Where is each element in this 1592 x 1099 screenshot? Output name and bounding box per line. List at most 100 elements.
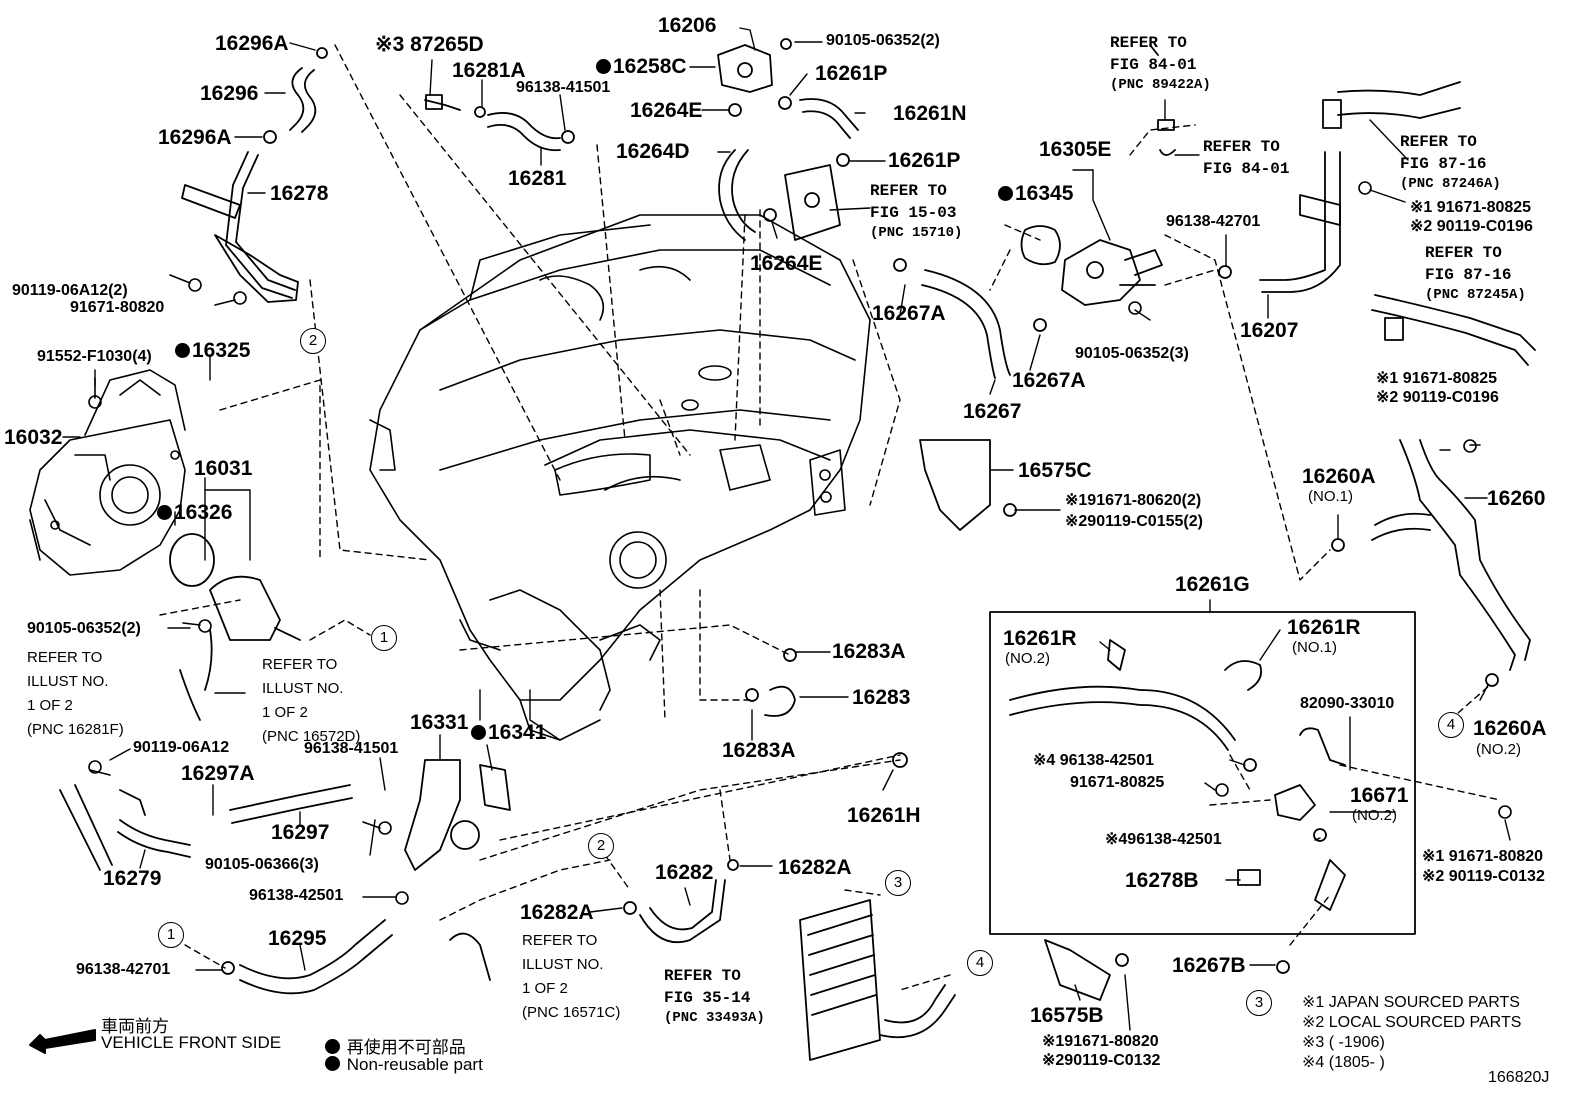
part-16281[interactable]: 16281 xyxy=(508,167,567,190)
part-90105-06366[interactable]: 90105-06366(3) xyxy=(205,856,319,873)
part-16267B[interactable]: 16267B xyxy=(1172,954,1246,977)
part-16325[interactable]: 16325 xyxy=(175,340,250,361)
ref-line: REFER TO xyxy=(262,656,338,673)
part-91671-80820-r1[interactable]: ※1 91671-80820 xyxy=(1422,848,1544,865)
part-96138-42701-left[interactable]: 96138-42701 xyxy=(76,961,171,978)
part-16296A-mid[interactable]: 16296A xyxy=(158,126,232,149)
ref-fig-84-01-a[interactable]: REFER TO FIG 84-01 (PNC 89422A) xyxy=(1110,33,1211,95)
part-91671-80820-left[interactable]: 91671-80820 xyxy=(70,299,165,316)
part-16281A[interactable]: 16281A xyxy=(452,59,526,82)
part-16305E[interactable]: 16305E xyxy=(1039,138,1112,161)
ref-illust-16571C[interactable]: REFER TO ILLUST NO. 1 OF 2 (PNC 16571C) xyxy=(522,929,620,1025)
marker-3[interactable]: 3 xyxy=(1246,990,1272,1016)
part-16261P-mid[interactable]: 16261P xyxy=(888,149,961,172)
ref-fig-15-03[interactable]: REFER TO FIG 15-03 (PNC 15710) xyxy=(870,181,962,243)
marker-1[interactable]: 1 xyxy=(371,625,397,651)
part-16282A-left[interactable]: 16282A xyxy=(520,901,594,924)
part-16331[interactable]: 16331 xyxy=(410,711,469,734)
part-16575C[interactable]: 16575C xyxy=(1018,459,1092,482)
part-90105-06352-3[interactable]: 90105-06352(3) xyxy=(1075,345,1189,362)
part-87265D[interactable]: ※3 87265D xyxy=(375,33,484,56)
part-16267A-mid[interactable]: 16267A xyxy=(1012,369,1086,392)
part-90105-06352-2-left[interactable]: 90105-06352(2) xyxy=(27,620,141,637)
part-16258C[interactable]: 16258C xyxy=(596,56,687,77)
part-16296A-top[interactable]: 16296A xyxy=(215,32,289,55)
part-16345[interactable]: 16345 xyxy=(998,183,1073,204)
part-16278B[interactable]: 16278B xyxy=(1125,869,1199,892)
ref-illust-16281F[interactable]: REFER TO ILLUST NO. 1 OF 2 (PNC 16281F) xyxy=(27,646,124,742)
part-96138-42501-b[interactable]: ※496138-42501 xyxy=(1105,831,1222,848)
part-16031[interactable]: 16031 xyxy=(194,457,253,480)
part-16261N[interactable]: 16261N xyxy=(893,102,967,125)
part-16326[interactable]: 16326 xyxy=(157,502,232,523)
part-90119-C0196-r2[interactable]: ※2 90119-C0196 xyxy=(1410,218,1533,235)
part-16206[interactable]: 16206 xyxy=(658,14,717,37)
hoses xyxy=(59,38,1536,1061)
ref-fig-87-16-a[interactable]: REFER TO FIG 87-16 (PNC 87246A) xyxy=(1400,132,1501,194)
part-16297A[interactable]: 16297A xyxy=(181,762,255,785)
part-16261G[interactable]: 16261G xyxy=(1175,573,1250,596)
non-reusable-dot-icon xyxy=(325,1039,340,1054)
marker-3[interactable]: 3 xyxy=(885,870,911,896)
part-16296[interactable]: 16296 xyxy=(200,82,259,105)
part-91671-80825-box[interactable]: 91671-80825 xyxy=(1070,774,1165,791)
part-96138-42701-right[interactable]: 96138-42701 xyxy=(1166,213,1261,230)
part-16282A-right[interactable]: 16282A xyxy=(778,856,852,879)
part-16260[interactable]: 16260 xyxy=(1487,487,1546,510)
ref-line: ILLUST NO. xyxy=(27,673,109,690)
part-82090-33010[interactable]: 82090-33010 xyxy=(1300,695,1395,712)
part-90119-C0155[interactable]: ※290119-C0155(2) xyxy=(1065,513,1203,530)
part-16278[interactable]: 16278 xyxy=(270,182,329,205)
part-90119-06A12-2[interactable]: 90119-06A12(2) xyxy=(12,282,128,299)
part-16283A-bottom[interactable]: 16283A xyxy=(722,739,796,762)
part-91671-80620[interactable]: ※191671-80620(2) xyxy=(1065,492,1202,509)
part-96138-42501-c[interactable]: 96138-42501 xyxy=(249,887,344,904)
marker-4[interactable]: 4 xyxy=(967,950,993,976)
part-16261H[interactable]: 16261H xyxy=(847,804,921,827)
ref-fig-35-14[interactable]: REFER TO FIG 35-14 (PNC 33493A) xyxy=(664,966,765,1028)
part-16283[interactable]: 16283 xyxy=(852,686,911,709)
marker-2[interactable]: 2 xyxy=(300,328,326,354)
part-16207[interactable]: 16207 xyxy=(1240,319,1299,342)
part-16267A-top[interactable]: 16267A xyxy=(872,302,946,325)
part-90119-C0132-bottom[interactable]: ※290119-C0132 xyxy=(1042,1052,1161,1069)
part-16297[interactable]: 16297 xyxy=(271,821,330,844)
marker-1[interactable]: 1 xyxy=(158,922,184,948)
part-91671-80825-r1[interactable]: ※1 91671-80825 xyxy=(1410,199,1532,216)
part-90119-C0132-r2[interactable]: ※2 90119-C0132 xyxy=(1422,868,1545,885)
part-16279[interactable]: 16279 xyxy=(103,867,162,890)
part-96138-41501-mid[interactable]: 96138-41501 xyxy=(304,740,399,757)
part-16260A-bottom[interactable]: 16260A xyxy=(1473,717,1547,740)
part-16264E-mid[interactable]: 16264E xyxy=(750,252,823,275)
part-16341[interactable]: 16341 xyxy=(471,722,546,743)
marker-2[interactable]: 2 xyxy=(588,833,614,859)
part-16267[interactable]: 16267 xyxy=(963,400,1022,423)
part-96138-41501-top[interactable]: 96138-41501 xyxy=(516,79,611,96)
part-16671[interactable]: 16671 xyxy=(1350,784,1409,807)
part-16261R-left[interactable]: 16261R xyxy=(1003,627,1077,650)
ref-illust-16572D[interactable]: REFER TO ILLUST NO. 1 OF 2 (PNC 16572D) xyxy=(262,653,360,749)
part-16575B[interactable]: 16575B xyxy=(1030,1004,1104,1027)
ref-fig-87-16-b[interactable]: REFER TO FIG 87-16 (PNC 87245A) xyxy=(1425,243,1526,305)
part-90119-06A12[interactable]: 90119-06A12 xyxy=(133,739,230,756)
part-16261P-top[interactable]: 16261P xyxy=(815,62,888,85)
part-16261R-right[interactable]: 16261R xyxy=(1287,616,1361,639)
part-90119-C0196-r2b[interactable]: ※2 90119-C0196 xyxy=(1376,389,1499,406)
part-16295[interactable]: 16295 xyxy=(268,927,327,950)
marker-4[interactable]: 4 xyxy=(1438,712,1464,738)
part-16282[interactable]: 16282 xyxy=(655,861,714,884)
ref-line: REFER TO xyxy=(522,932,598,949)
part-91552-F1030[interactable]: 91552-F1030(4) xyxy=(37,348,152,365)
part-96138-42501-a[interactable]: ※4 96138-42501 xyxy=(1033,752,1155,769)
ref-line: REFER TO xyxy=(27,649,103,666)
part-91671-80820-bottom[interactable]: ※191671-80820 xyxy=(1042,1033,1159,1050)
ref-fig-84-01-b[interactable]: REFER TO FIG 84-01 xyxy=(1203,137,1289,180)
part-16283A-top[interactable]: 16283A xyxy=(832,640,906,663)
footnote-2: ※2 LOCAL SOURCED PARTS xyxy=(1302,1014,1522,1031)
part-91671-80825-r1b[interactable]: ※1 91671-80825 xyxy=(1376,370,1498,387)
part-16264E-top[interactable]: 16264E xyxy=(630,99,703,122)
part-16032[interactable]: 16032 xyxy=(4,426,63,449)
part-16264D[interactable]: 16264D xyxy=(616,140,690,163)
part-90105-06352-top[interactable]: 90105-06352(2) xyxy=(826,32,940,49)
part-16260A-top[interactable]: 16260A xyxy=(1302,465,1376,488)
